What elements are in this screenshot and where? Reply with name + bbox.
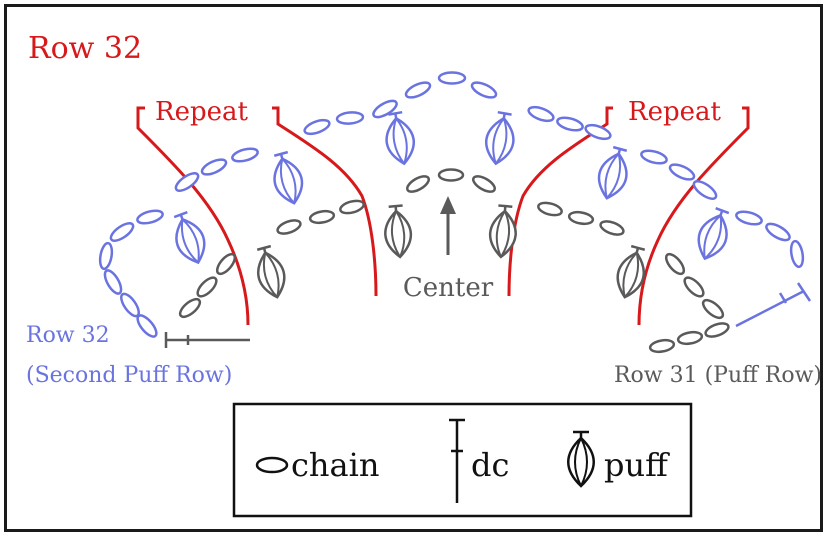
chain-stitch bbox=[193, 273, 221, 301]
chain-stitch bbox=[762, 219, 794, 245]
puff-stitch bbox=[381, 203, 415, 260]
repeat-label-left: Repeat bbox=[155, 97, 248, 127]
chain-stitch bbox=[702, 319, 732, 341]
chain-stitch bbox=[212, 250, 240, 278]
chain-stitch bbox=[535, 199, 565, 219]
chain-stitch bbox=[675, 329, 705, 347]
chain-stitch bbox=[647, 337, 677, 355]
chain-stitch bbox=[335, 110, 365, 126]
chain-stitch bbox=[106, 218, 138, 246]
chain-stitch bbox=[566, 209, 596, 227]
row31-dc-stitches bbox=[164, 332, 250, 348]
puff-stitch bbox=[166, 208, 213, 269]
chain-stitch bbox=[403, 171, 433, 197]
chain-icon bbox=[255, 456, 289, 474]
chain-stitch bbox=[582, 121, 614, 143]
legend-puff-label: puff bbox=[604, 446, 670, 484]
chain-stitch bbox=[97, 240, 115, 272]
chain-stitch bbox=[689, 176, 721, 204]
repeat-curve-left-outer bbox=[136, 106, 250, 326]
row32-dc-stitches bbox=[735, 282, 812, 328]
center-arrow-icon bbox=[440, 196, 456, 255]
chain-stitch bbox=[666, 160, 698, 184]
chain-stitch bbox=[134, 207, 166, 227]
chain-stitch bbox=[469, 171, 499, 197]
legend-chain-label: chain bbox=[291, 446, 379, 484]
puff-stitch bbox=[250, 243, 291, 302]
chain-stitch bbox=[337, 197, 367, 217]
puff-stitch bbox=[611, 243, 652, 302]
chain-stitch bbox=[402, 78, 434, 102]
row32-label-line2: (Second Puff Row) bbox=[26, 363, 232, 388]
legend: chain dc puff bbox=[232, 402, 693, 518]
chain-stitch bbox=[661, 250, 689, 278]
chain-stitch bbox=[525, 103, 557, 125]
chain-stitch bbox=[437, 71, 467, 85]
center-label: Center bbox=[403, 273, 494, 303]
chain-stitch bbox=[307, 208, 337, 226]
puff-stitch bbox=[481, 109, 520, 168]
chain-stitch bbox=[733, 208, 765, 228]
puff-stitch bbox=[266, 149, 309, 208]
puff-stitch bbox=[486, 203, 520, 260]
chain-stitch bbox=[198, 155, 230, 179]
diagram-title: Row 32 bbox=[28, 31, 142, 66]
legend-box bbox=[232, 402, 693, 518]
puff-stitch bbox=[380, 109, 419, 168]
row31-label: Row 31 (Puff Row) bbox=[614, 363, 822, 388]
dc-icon bbox=[449, 418, 465, 503]
chain-stitch bbox=[680, 273, 708, 301]
puff-stitch bbox=[690, 204, 737, 265]
chain-stitch bbox=[597, 217, 627, 239]
puff-stitch bbox=[592, 144, 635, 203]
chain-stitch bbox=[468, 78, 500, 102]
row32-puffs bbox=[166, 109, 737, 269]
repeat-curve-right-outer bbox=[637, 106, 750, 326]
row32-label-line1: Row 32 bbox=[26, 323, 110, 348]
chain-stitch bbox=[301, 116, 333, 138]
chain-stitch bbox=[638, 147, 670, 167]
chain-stitch bbox=[788, 238, 806, 270]
chain-stitch bbox=[100, 266, 126, 298]
chain-stitch bbox=[554, 114, 586, 134]
chain-stitch bbox=[176, 294, 204, 322]
chain-stitch bbox=[274, 216, 304, 238]
repeat-curve-left-inner bbox=[272, 106, 378, 297]
chain-stitch bbox=[437, 168, 465, 182]
chain-stitch bbox=[116, 289, 144, 321]
legend-dc-label: dc bbox=[471, 446, 509, 484]
chain-stitch bbox=[229, 145, 261, 165]
chain-stitch bbox=[699, 295, 727, 323]
repeat-label-right: Repeat bbox=[628, 97, 721, 127]
chain-stitch bbox=[133, 311, 161, 341]
